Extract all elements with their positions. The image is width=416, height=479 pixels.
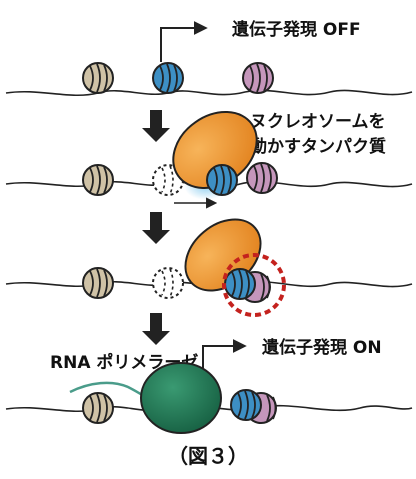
row-remodeler-binding	[5, 111, 413, 209]
rna-transcript	[69, 381, 149, 400]
gene-off-label: 遺伝子発現 OFF	[232, 19, 361, 40]
nucleosome-ghost	[152, 267, 184, 299]
bent-arrow-icon	[202, 339, 247, 368]
rna-polymerase	[140, 362, 222, 434]
row-gene-off: 遺伝子発現 OFF	[5, 19, 413, 97]
highlight-ring	[222, 253, 286, 317]
nucleosome-beige	[82, 164, 114, 196]
nucleosome-blue	[152, 62, 184, 94]
nucleosome-beige	[82, 62, 114, 94]
down-arrow-icon	[142, 313, 170, 345]
remodeler-label-line1: ヌクレオソームを	[250, 112, 386, 132]
row-nucleosome-slid	[5, 218, 413, 317]
row-gene-on: 遺伝子発現 ON RNA ポリメラーゼ	[5, 337, 413, 434]
bent-arrow-icon	[160, 21, 208, 62]
gene-on-label: 遺伝子発現 ON	[262, 337, 382, 358]
nucleosome-pink	[246, 162, 278, 194]
down-arrow-icon	[142, 110, 170, 142]
nucleosome-pink	[242, 62, 274, 94]
nucleosome-pair-slid	[230, 389, 277, 424]
down-arrow-icon	[142, 212, 170, 244]
nucleosome-beige	[82, 267, 114, 299]
remodeler-label-line2: 動かすタンパク質	[250, 136, 386, 157]
dna-strand	[5, 89, 413, 97]
figure-caption: （図３）	[168, 444, 248, 468]
nucleosome-pair-slid	[224, 268, 271, 303]
nucleosome-beige	[82, 392, 114, 424]
nucleosome-blue	[206, 164, 238, 196]
